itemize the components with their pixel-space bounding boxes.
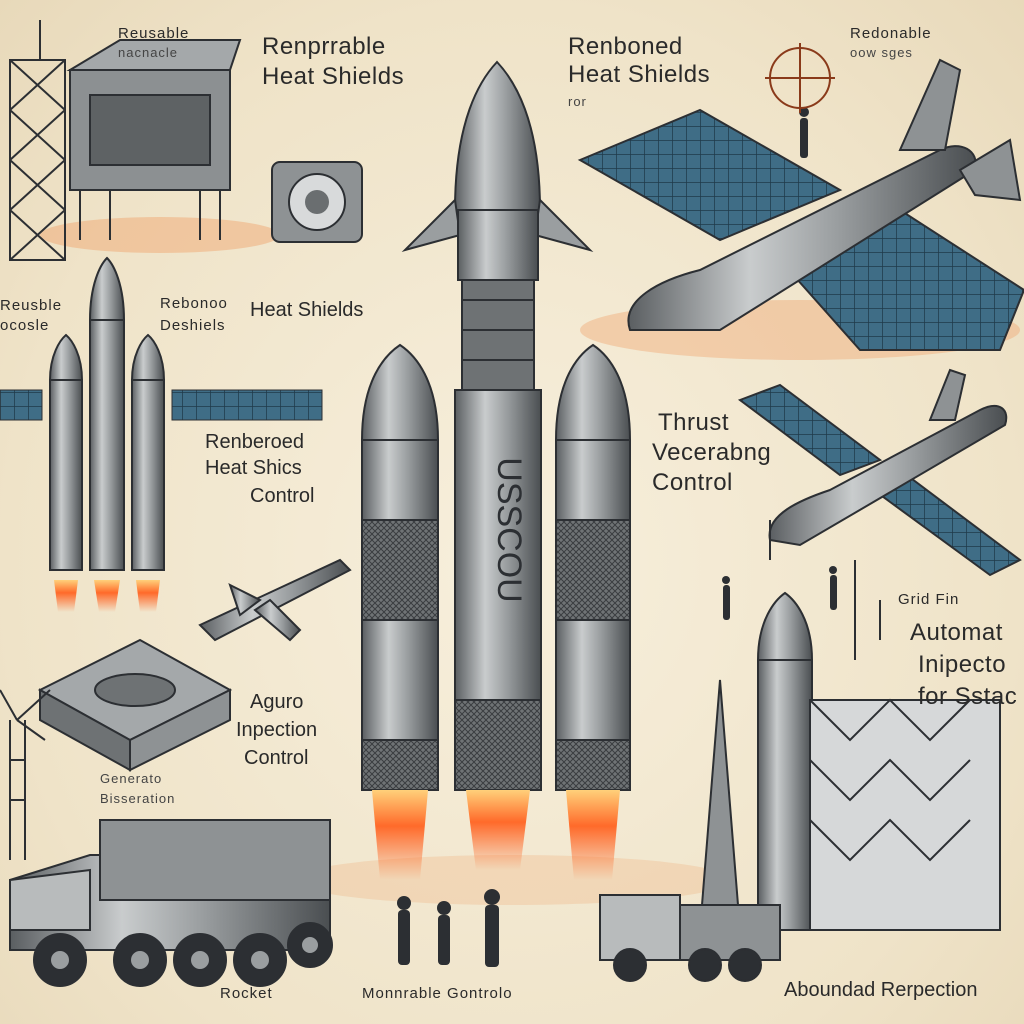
small-truck <box>599 894 781 982</box>
label-top-right-a: Redonable <box>850 25 932 42</box>
heat-shield-device-icon <box>271 161 363 243</box>
satellite-top-right <box>577 58 1024 351</box>
solar-panel-left-2 <box>171 389 323 421</box>
label-small-left-b: Bisseration <box>100 791 176 806</box>
label-auto-a: Automat <box>910 619 1003 646</box>
windmill-icon <box>0 689 51 860</box>
label-auto-c: for Sstac <box>918 683 1018 710</box>
label-monitor: Monnrable Gontrolo <box>362 985 513 1002</box>
label-heat2-sub: ror <box>568 94 587 109</box>
solar-panel-left <box>0 389 43 421</box>
airplane-illustration <box>198 558 352 642</box>
label-renb-c: Control <box>250 485 315 507</box>
launch-complex-bottom-right <box>698 520 1001 931</box>
inspection-module <box>37 638 233 772</box>
label-grid-fin: Grid Fin <box>898 591 960 608</box>
label-thrust-c: Control <box>652 469 733 496</box>
right-booster <box>554 343 632 791</box>
label-renb-b: Heat Shics <box>205 457 302 479</box>
transport-truck <box>9 819 333 987</box>
left-booster <box>360 343 440 791</box>
label-heat1-b: Heat Shields <box>262 63 405 90</box>
label-left-mid-a: Reusble <box>0 297 63 314</box>
people-figures <box>397 107 837 967</box>
rocket-flames <box>372 790 620 880</box>
label-heat3-b: Deshiels <box>160 317 226 334</box>
label-heat3-c: Heat Shields <box>250 299 364 321</box>
launch-tower-top-left <box>9 20 242 261</box>
label-renb-a: Renberoed <box>205 431 304 453</box>
label-heat2-b: Heat Shields <box>568 61 711 88</box>
label-aguro-a: Aguro <box>250 691 304 713</box>
label-thrust-b: Vecerabng <box>652 439 772 466</box>
main-rocket: USSCOU <box>401 60 594 791</box>
label-top-left: Reusable <box>118 25 190 42</box>
left-triple-rocket <box>48 256 166 612</box>
label-aguro-b: Inpection <box>236 719 318 741</box>
label-thrust-a: Thrust <box>658 409 730 436</box>
label-heat3-a: Rebonoo <box>160 295 228 312</box>
label-top-right-b: oow sges <box>850 45 913 60</box>
label-heat1-a: Renprrable <box>262 33 386 60</box>
label-left-mid-b: ocosle <box>0 317 50 334</box>
label-top-left-sub: nacnacle <box>118 45 179 60</box>
label-aboard: Aboundad Rerpection <box>784 979 978 1001</box>
target-icon <box>765 43 835 113</box>
rocket-body-text: USSCOU <box>490 457 528 602</box>
satellite-right-middle <box>737 368 1022 577</box>
label-small-left-a: Generato <box>100 771 163 786</box>
label-heat2-a: Renboned <box>568 33 683 60</box>
label-rocket: Rocket <box>220 985 273 1002</box>
label-aguro-c: Control <box>244 747 309 769</box>
label-auto-b: Inipecto <box>918 651 1007 678</box>
